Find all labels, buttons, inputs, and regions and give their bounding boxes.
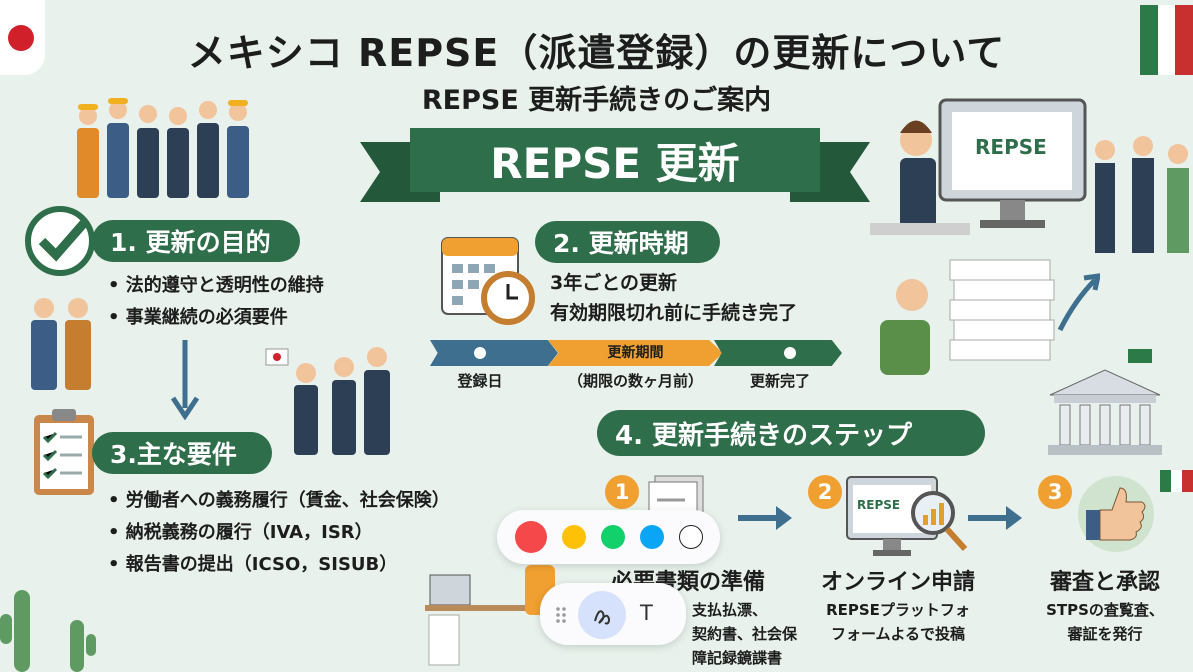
- step1-desc-line: 契約書、社会保: [692, 625, 798, 643]
- color-green-swatch[interactable]: [600, 525, 625, 549]
- page-title: メキシコ REPSE（派遣登録）の更新について: [187, 31, 1006, 75]
- step-arrow-2: [968, 506, 1022, 530]
- paperwork-illustration: [880, 259, 1100, 375]
- color-blue-swatch[interactable]: [639, 525, 664, 549]
- timeline-stage-complete: [714, 340, 842, 366]
- mexico-flag-icon: [1140, 5, 1193, 75]
- section2-line2: 有効期限切れ前に手続き完了: [550, 302, 798, 324]
- arrow-down-icon: [170, 340, 200, 420]
- color-palette: [497, 510, 720, 564]
- step-arrow-1: [738, 506, 792, 530]
- step1-desc: 支払払漂、 契約書、社会保 障記録鏡諜書: [692, 598, 804, 670]
- timeline-stage-renewal: 更新期間: [548, 340, 723, 366]
- cactus-illustration: [0, 590, 96, 672]
- timeline-label-3: 更新完了: [749, 372, 810, 390]
- step2-number: 2: [808, 475, 842, 509]
- japan-flag-icon: [0, 0, 45, 75]
- list-item: 法的遵守と透明性の維持: [108, 270, 324, 302]
- section4-heading: 4. 更新手続きのステップ: [597, 410, 985, 456]
- timeline-stage2-title: 更新期間: [607, 345, 664, 361]
- monitor-repse-label: REPSE: [857, 498, 901, 512]
- step2-desc-line: REPSEプラットフォ: [826, 601, 970, 619]
- section1-list: 法的遵守と透明性の維持 事業継続の必須要件: [108, 270, 324, 334]
- color-white-swatch[interactable]: [678, 525, 703, 549]
- small-mexico-flag-icon: [1160, 470, 1193, 492]
- checkmark-icon: [25, 206, 95, 276]
- list-item: 納税義務の履行（IVA，ISR）: [108, 517, 450, 549]
- step1-desc-line: 障記録鏡諜書: [692, 649, 783, 667]
- step2-desc: REPSEプラットフォ フォームよるで投稿: [793, 598, 1003, 646]
- step2-desc-line: フォームよるで投稿: [830, 625, 966, 643]
- section2-line1: 3年ごとの更新: [550, 272, 678, 294]
- pen-tool-button[interactable]: [578, 591, 626, 639]
- workers-pair-illustration: [31, 298, 91, 390]
- section3-list: 労働者への義務履行（賃金、社会保険） 納税義務の履行（IVA，ISR） 報告書の…: [108, 485, 450, 581]
- drag-handle-icon[interactable]: [556, 607, 566, 623]
- step3-desc-line: STPSの査覧査、: [1046, 601, 1164, 619]
- timeline-label-1: 登録日: [457, 372, 503, 390]
- banner-text: REPSE 更新: [410, 128, 820, 192]
- step3-desc: STPSの査覧査、 審証を発行: [1000, 598, 1193, 646]
- calendar-clock-icon: [441, 237, 535, 325]
- timeline-stage-registration: [430, 340, 558, 366]
- step1-number: 1: [605, 475, 639, 509]
- clipboard-icon: [34, 409, 94, 495]
- step1-desc-line: 支払払漂、: [692, 601, 768, 619]
- list-item: 労働者への義務履行（賃金、社会保険）: [108, 485, 450, 517]
- pen-scribble-icon: [594, 610, 611, 625]
- step2-title: オンライン申請: [820, 570, 975, 595]
- online-application-icon: [846, 476, 968, 556]
- section1-heading: 1. 更新の目的: [92, 220, 300, 262]
- page-subtitle: REPSE 更新手続きのご案内: [421, 85, 772, 116]
- section2-heading: 2. 更新時期: [535, 221, 720, 263]
- step3-title: 審査と承認: [1049, 570, 1160, 595]
- color-red-swatch[interactable]: [514, 521, 547, 553]
- business-people-illustration: [265, 347, 390, 455]
- list-item: 報告書の提出（ICSO，SISUB）: [108, 549, 450, 581]
- annotation-toolbar: T: [540, 583, 686, 645]
- text-tool-button[interactable]: T: [640, 601, 653, 625]
- screen-repse-label: REPSE: [975, 135, 1047, 159]
- office-computer-illustration: [870, 98, 1189, 253]
- timeline-label-2: （期限の数ヶ月前）: [567, 372, 703, 390]
- section3-heading: 3.主な要件: [92, 432, 272, 474]
- thumbs-up-icon: [1078, 476, 1154, 552]
- step3-desc-line: 審証を発行: [1067, 625, 1143, 643]
- government-building-illustration: [1048, 349, 1162, 455]
- step3-number: 3: [1038, 475, 1072, 509]
- workers-illustration: [77, 98, 249, 198]
- banner: REPSE 更新: [360, 128, 870, 204]
- list-item: 事業継続の必須要件: [108, 302, 324, 334]
- color-yellow-swatch[interactable]: [561, 525, 586, 549]
